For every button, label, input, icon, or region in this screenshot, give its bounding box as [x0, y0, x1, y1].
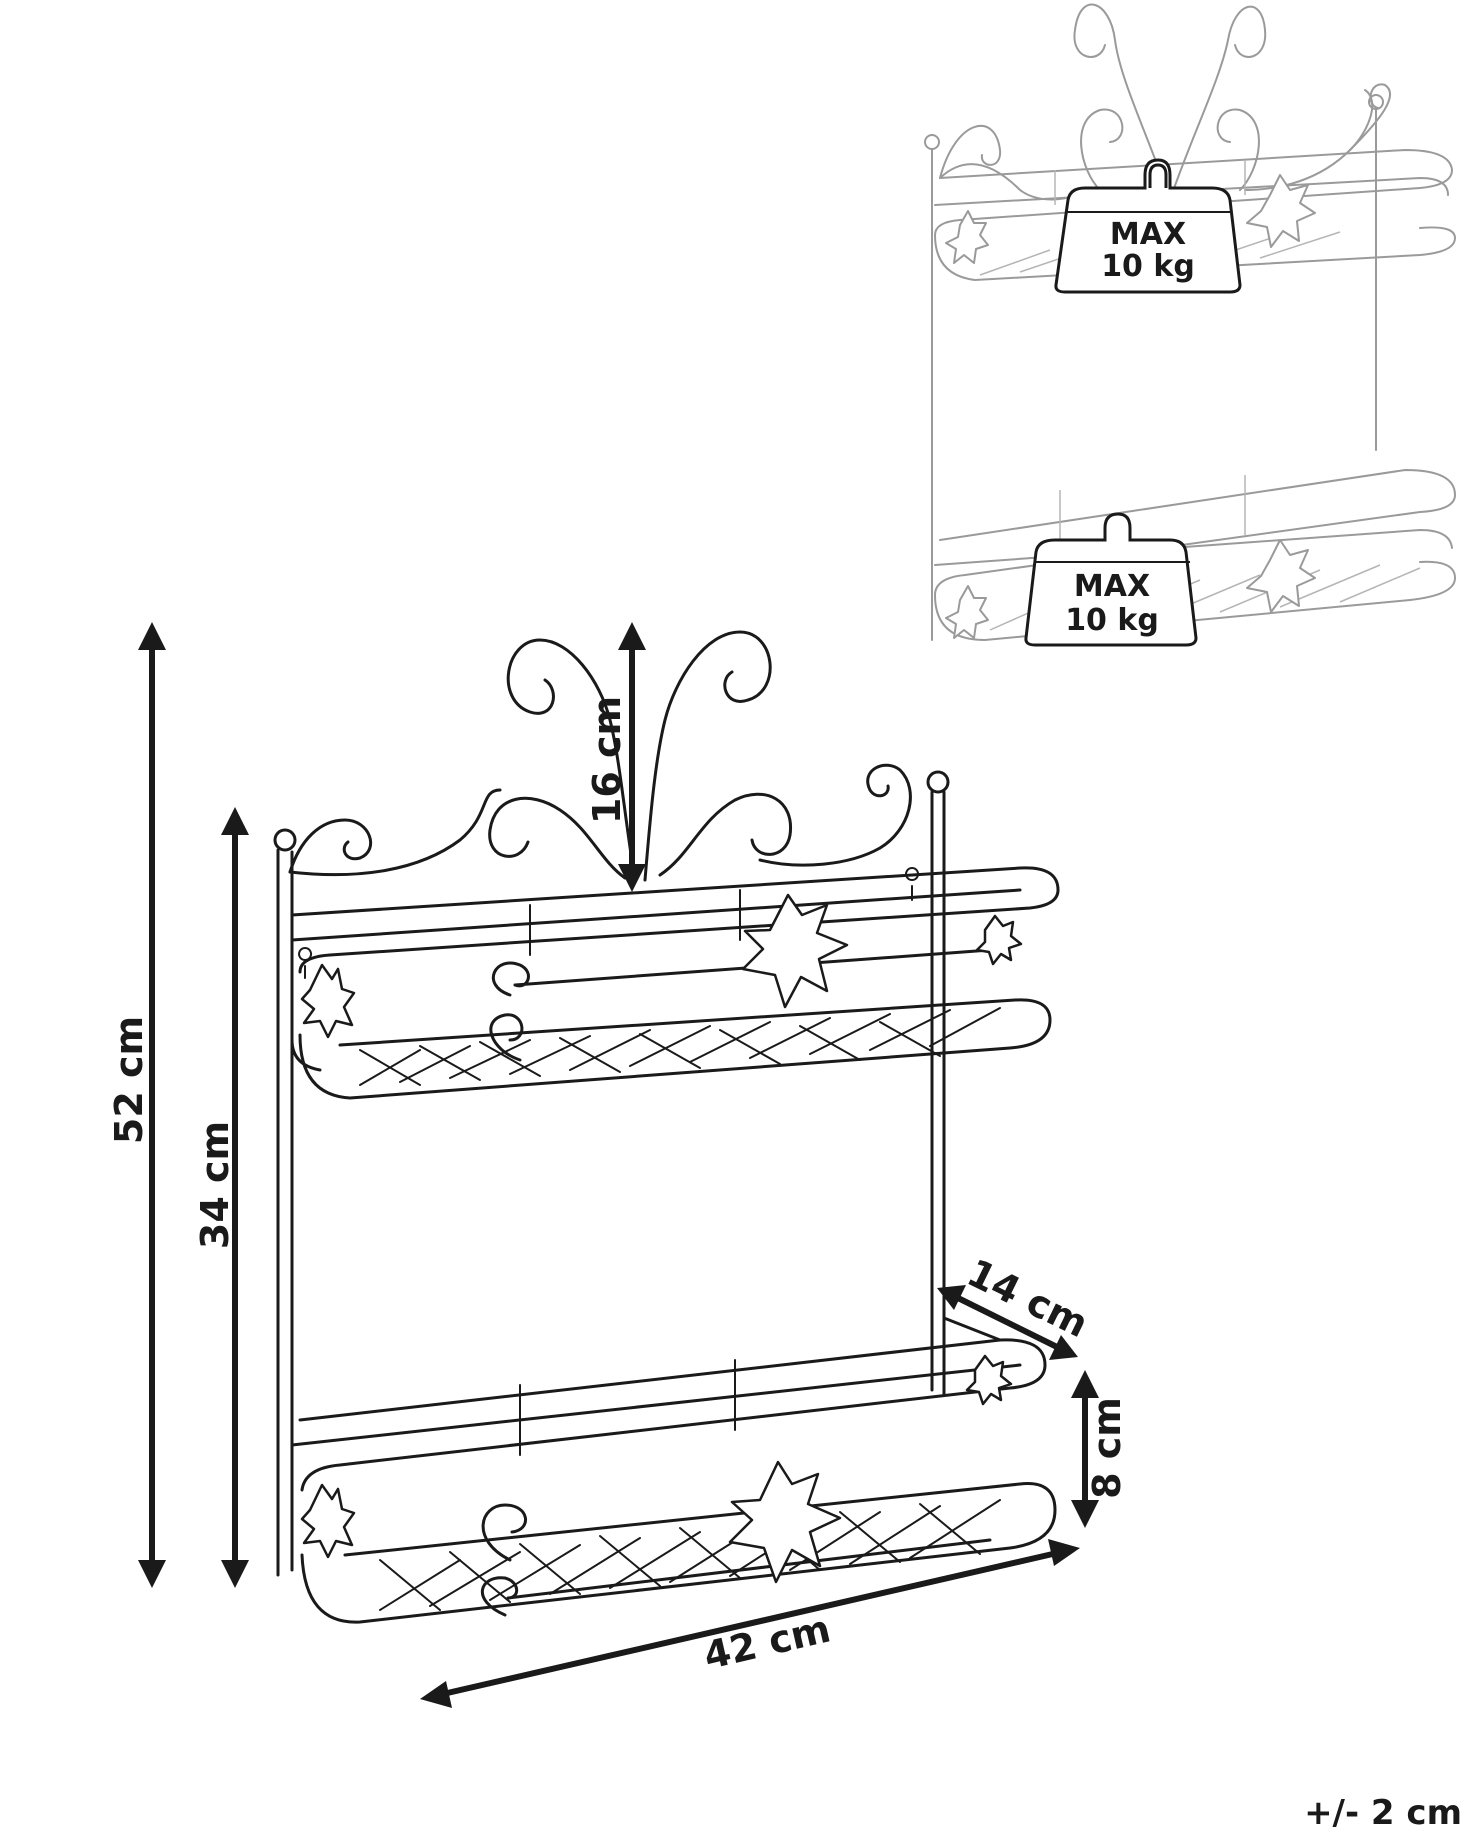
- dimension-shelf-height: 8 cm: [1071, 1370, 1129, 1528]
- leaf-ornament-upper: [741, 893, 849, 1009]
- dimension-total-height: 52 cm: [107, 622, 166, 1588]
- weight-icon-bottom: MAX 10 kg: [1024, 512, 1198, 647]
- dimension-label-crest-height: 16 cm: [585, 696, 629, 824]
- dimension-frame-height: 34 cm: [193, 807, 249, 1588]
- load-capacity-view: MAX 10 kg MAX 10 kg: [924, 3, 1456, 647]
- weight-value-top: 10 kg: [1101, 249, 1195, 284]
- weight-label-top: MAX: [1110, 217, 1186, 252]
- shelf-drawing: [273, 630, 1060, 1624]
- leaf-ornament-lower: [728, 1460, 842, 1584]
- tolerance-note: +/- 2 cm: [1304, 1793, 1462, 1833]
- dimension-width: 42 cm: [420, 1539, 1080, 1708]
- dimension-label-frame-height: 34 cm: [193, 1121, 237, 1249]
- weight-label-bottom: MAX: [1074, 569, 1150, 604]
- weight-icon-top: MAX 10 kg: [1054, 158, 1242, 294]
- dimension-label-shelf-height: 8 cm: [1085, 1397, 1129, 1499]
- dimension-crest-height: 16 cm: [585, 622, 646, 892]
- weight-value-bottom: 10 kg: [1065, 603, 1159, 638]
- dimension-label-total-height: 52 cm: [107, 1016, 151, 1144]
